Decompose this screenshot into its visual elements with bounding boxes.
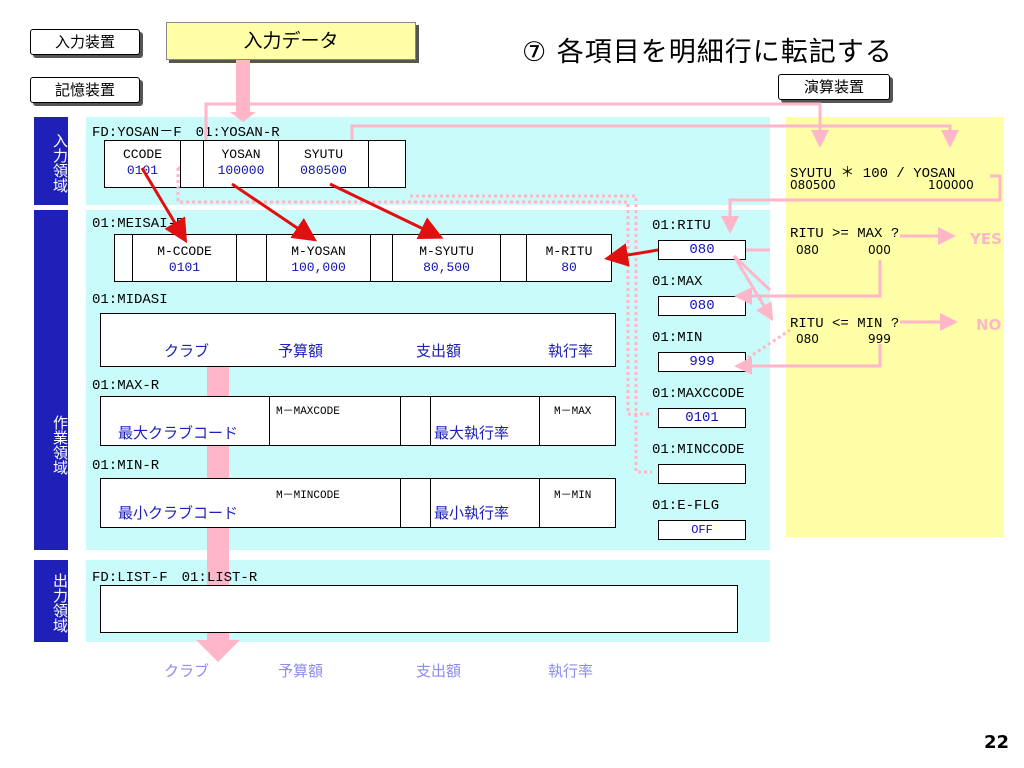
field-name: M-SYUTU <box>419 244 474 259</box>
field-name: SYUTU <box>303 147 343 162</box>
midasi-header-club: クラブ <box>164 342 210 360</box>
calc-no-label: NO <box>976 316 1002 334</box>
calc-compare-max-v1: 080 <box>796 243 819 257</box>
red-transfer-arrows <box>140 167 659 267</box>
var-max-name: 01:MAX <box>652 274 703 290</box>
input-device-button[interactable]: 入力装置 <box>30 29 140 55</box>
max-label-code: 最大クラブコード <box>118 424 239 442</box>
cell-spacer <box>115 235 133 281</box>
output-label-budget: 予算額 <box>278 662 324 680</box>
field-m-yosan: M-YOSAN 100,000 <box>267 235 371 281</box>
field-value: 0101 <box>168 260 201 275</box>
field-value: 080500 <box>300 163 347 178</box>
cell-spacer <box>501 235 527 281</box>
midasi-header-rate: 執行率 <box>548 342 594 360</box>
field-value: 80,500 <box>423 260 470 275</box>
output-label-rate: 執行率 <box>548 662 594 680</box>
min-label-rate: 最小執行率 <box>434 504 510 522</box>
calc-compare-min: RITU <= MIN ? <box>790 316 900 332</box>
var-minccode-value <box>658 464 746 484</box>
var-min-value: 999 <box>658 352 746 372</box>
dotted-flow-lines <box>176 166 791 474</box>
field-m-ccode: M-CCODE 0101 <box>133 235 237 281</box>
cell-spacer <box>237 235 267 281</box>
output-label-expense: 支出額 <box>416 662 462 680</box>
calc-compare-min-v1: 080 <box>796 332 819 346</box>
output-record-box <box>100 585 738 633</box>
midasi-record-box <box>100 313 616 367</box>
var-eflg-name: 01:E-FLG <box>652 498 720 514</box>
min-field-code: M－MINCODE <box>276 490 340 502</box>
midasi-header-budget: 予算額 <box>278 342 324 360</box>
cell-divider <box>269 397 270 445</box>
var-maxccode-value: 0101 <box>658 408 746 428</box>
input-record-box: CCODE 0101 YOSAN 100000 SYUTU 080500 <box>104 140 406 188</box>
storage-device-button[interactable]: 記憶装置 <box>30 77 140 103</box>
input-data-label: 入力データ <box>166 22 416 60</box>
calc-device-button[interactable]: 演算装置 <box>778 74 890 100</box>
cell-maxcode <box>269 397 401 445</box>
calc-area <box>786 117 1004 537</box>
cell-divider <box>539 479 540 527</box>
var-eflg-value: OFF <box>658 520 746 540</box>
max-field-code: M－MAXCODE <box>276 406 340 418</box>
min-record-name: 01:MIN-R <box>92 458 160 474</box>
calc-compare-max-v2: 000 <box>868 243 891 257</box>
slide-title: ⑦ 各項目を明細行に転記する <box>522 37 893 68</box>
work-area-label: 作業領域 <box>34 210 69 550</box>
var-maxccode-name: 01:MAXCCODE <box>652 386 745 402</box>
cell-divider <box>539 397 540 445</box>
min-field-rate: M－MIN <box>554 490 592 502</box>
page-number: 22 <box>984 732 1010 753</box>
input-flow-arrow <box>230 112 256 122</box>
output-record-name: FD:LIST-F 01:LIST-R <box>92 570 258 586</box>
min-label-code: 最小クラブコード <box>118 504 239 522</box>
field-m-syutu: M-SYUTU 80,500 <box>393 235 501 281</box>
var-ritu-name: 01:RITU <box>652 218 711 234</box>
cell-spacer <box>401 479 431 527</box>
max-record-name: 01:MAX-R <box>92 378 160 394</box>
cell-spacer <box>401 397 431 445</box>
field-value: 100000 <box>217 163 265 178</box>
cell-spacer <box>371 235 393 281</box>
var-max-value: 080 <box>658 296 746 316</box>
input-record-name: FD:YOSAN－F 01:YOSAN-R <box>92 125 280 141</box>
calc-compare-min-v2: 999 <box>868 332 891 346</box>
calc-input-lines <box>204 102 1002 375</box>
field-name: YOSAN <box>221 147 261 162</box>
calc-yes-label: YES <box>970 230 1002 248</box>
max-label-rate: 最大執行率 <box>434 424 510 442</box>
field-value: 100,000 <box>291 260 346 275</box>
field-name: M-CCODE <box>157 244 212 259</box>
meisai-record-name: 01:MEISAI-R <box>92 216 185 232</box>
calc-formula-val1: 080500 <box>790 178 836 192</box>
output-area-label: 出力領域 <box>34 560 69 642</box>
field-m-ritu: M-RITU 80 <box>527 235 611 281</box>
var-ritu-value: 080 <box>658 240 746 260</box>
var-minccode-name: 01:MINCCODE <box>652 442 745 458</box>
max-record-box <box>100 396 616 446</box>
calc-compare-max: RITU >= MAX ? <box>790 226 900 242</box>
max-field-rate: M－MAX <box>554 406 592 418</box>
field-name: M-YOSAN <box>291 244 346 259</box>
input-area-label: 入力領域 <box>34 117 69 205</box>
calc-formula: SYUTU ＊ 100 / YOSAN <box>790 166 956 182</box>
output-flow-arrow <box>196 640 240 662</box>
field-value: 80 <box>561 260 577 275</box>
field-name: CCODE <box>122 147 162 162</box>
midasi-record-name: 01:MIDASI <box>92 292 168 308</box>
calc-formula-val2: 100000 <box>928 178 974 192</box>
min-record-box <box>100 478 616 528</box>
var-min-name: 01:MIN <box>652 330 703 346</box>
field-yosan: YOSAN 100000 <box>203 141 279 187</box>
midasi-header-expense: 支出額 <box>416 342 462 360</box>
field-syutu: SYUTU 080500 <box>279 141 369 187</box>
output-label-club: クラブ <box>164 662 210 680</box>
cell-mincode <box>269 479 401 527</box>
field-name: M-RITU <box>545 244 593 259</box>
meisai-record-box: M-CCODE 0101 M-YOSAN 100,000 M-SYUTU 80,… <box>114 234 612 282</box>
